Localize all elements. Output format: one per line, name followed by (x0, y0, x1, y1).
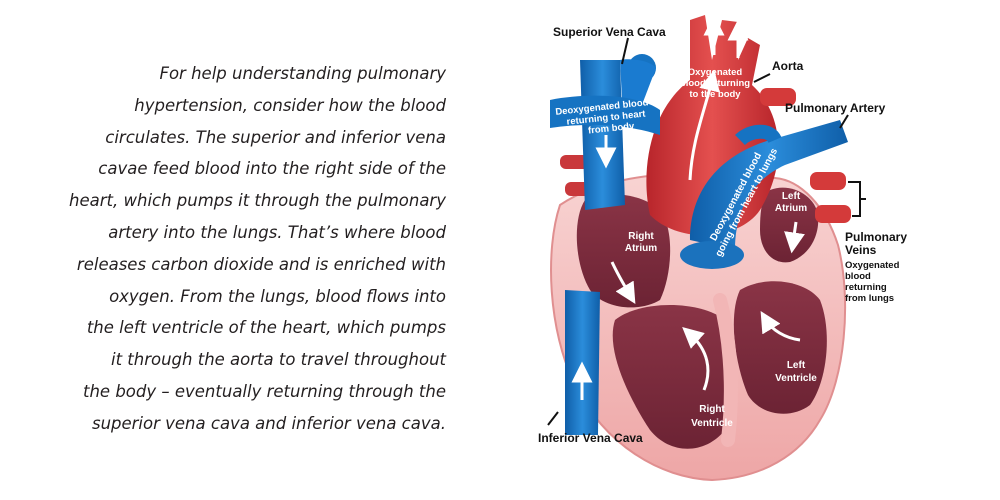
paragraph-line: heart, which pumps it through the pulmon… (69, 191, 446, 211)
label-oxy-to-body-1: Oxygenated (688, 67, 743, 78)
pulmonary-artery (690, 120, 848, 250)
paragraph-line: hypertension, consider how the blood (134, 95, 446, 115)
flow-arrow (682, 327, 710, 391)
paragraph-line: circulates. The superior and inferior ve… (105, 127, 446, 147)
label-pulmonary-artery: Pulmonary Artery (785, 101, 886, 115)
label-pulmonary-veins-2: Veins (845, 243, 877, 257)
flow-arrow (784, 221, 805, 254)
deoxygenated-inflow-band (550, 95, 660, 135)
label-deoxy-to-heart-3: from body (587, 121, 635, 137)
callout-line (839, 114, 849, 129)
paragraph-line: the body – eventually returning through … (83, 381, 446, 401)
paragraph-line: For help understanding pulmonary (159, 64, 446, 83)
label-inferior-vena-cava: Inferior Vena Cava (538, 431, 643, 445)
label-pulmonary-veins-note-3: returning (845, 282, 887, 293)
flow-arrow (760, 310, 801, 342)
label-right-atrium-2: Atrium (625, 243, 657, 254)
vessel-stub (560, 155, 590, 169)
label-left-ventricle-2: Ventricle (775, 373, 817, 384)
explanation-paragraph: For help understanding pulmonary hyperte… (60, 58, 446, 440)
label-right-atrium-1: Right (628, 231, 654, 242)
paragraph-line: superior vena cava and inferior vena cav… (91, 413, 446, 433)
septum (713, 293, 738, 447)
label-pulmonary-veins-note-1: Oxygenated (845, 260, 900, 271)
paragraph-line: artery into the lungs. That’s where bloo… (108, 222, 446, 242)
paragraph-line: cavae feed blood into the right side of … (98, 159, 446, 179)
paragraph-line: oxygen. From the lungs, blood flows into (109, 286, 446, 306)
label-pulmonary-veins-note-4: from lungs (845, 293, 894, 304)
pulmonary-veins-bracket (848, 181, 866, 217)
label-right-ventricle-2: Ventricle (691, 418, 733, 429)
label-left-atrium-1: Left (782, 191, 801, 202)
label-aorta: Aorta (772, 59, 804, 73)
paragraph-line: it through the aorta to travel throughou… (110, 350, 446, 370)
label-pulmonary-veins-1: Pulmonary (845, 230, 907, 244)
right-ventricle-chamber (612, 305, 738, 449)
flow-arrow (688, 69, 720, 181)
callout-line (753, 73, 771, 83)
label-left-ventricle-1: Left (787, 360, 806, 371)
callout-line (547, 411, 559, 426)
label-pulmonary-veins-note-2: blood (845, 271, 871, 282)
flow-arrow (610, 261, 636, 305)
paragraph-line: releases carbon dioxide and is enriched … (76, 254, 446, 274)
inferior-vena-cava (565, 290, 600, 435)
left-ventricle-chamber (733, 281, 827, 414)
heart-diagram: Superior Vena Cava Aorta Pulmonary Arter… (538, 14, 907, 482)
callout-line (621, 37, 629, 65)
pulmonary-vein (815, 205, 851, 223)
label-superior-vena-cava: Superior Vena Cava (553, 25, 666, 39)
pulmonary-vein (810, 172, 846, 190)
label-left-atrium-2: Atrium (775, 203, 807, 214)
paragraph-line: the left ventricle of the heart, which p… (86, 318, 446, 338)
label-oxy-to-body-3: to the body (689, 89, 741, 100)
right-atrium-chamber (576, 194, 671, 308)
aorta-branch (760, 88, 796, 106)
label-oxy-to-body-2: blood returning (680, 78, 750, 89)
label-right-ventricle-1: Right (699, 404, 725, 415)
